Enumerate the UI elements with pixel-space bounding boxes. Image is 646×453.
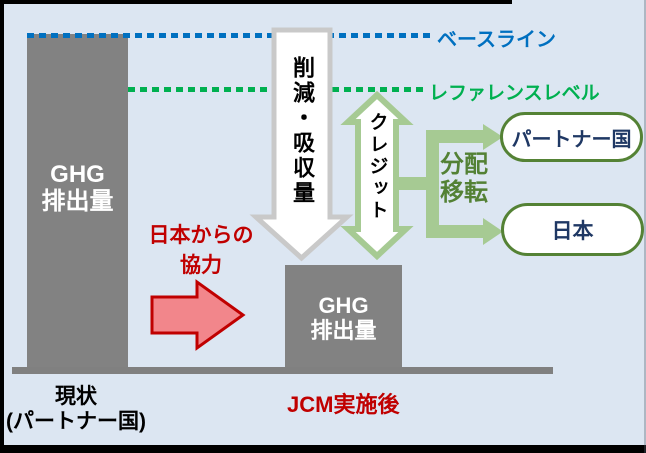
ground-line	[12, 367, 553, 374]
ghg-bar-current: GHG 排出量	[27, 34, 128, 370]
reduction-arrow	[249, 27, 354, 262]
japan-label: 日本	[551, 219, 594, 243]
distribution-line1: 分配	[440, 151, 488, 178]
current-state-caption: 現状 (パートナー国)	[0, 384, 152, 434]
connector-branch-to-partner	[426, 130, 483, 143]
japan-cooperation-label: 日本からの 協力	[140, 221, 262, 281]
connector-stem	[398, 177, 434, 190]
baseline-dotted-line	[27, 33, 430, 38]
ghg-bar-after: GHG 排出量	[285, 265, 402, 370]
cooperation-line2: 協力	[180, 254, 222, 277]
distribution-transfer-label: 分配 移転	[440, 151, 488, 207]
reference-level-label: レファレンスレベル	[429, 83, 600, 104]
connector-vertical-bar	[426, 130, 439, 238]
frame-border-left	[0, 0, 4, 453]
reduction-arrow-label: 削減・吸収量	[290, 56, 315, 206]
credit-distribution-connector	[398, 124, 503, 245]
credit-arrow-label: クレジット	[366, 112, 388, 222]
ghg-bar-after-line1: GHG	[318, 292, 369, 318]
current-state-line2: (パートナー国)	[6, 410, 146, 433]
ghg-bar-current-line2: 排出量	[41, 188, 114, 215]
frame-border-right	[644, 0, 646, 453]
connector-arrowhead-to-partner	[483, 124, 503, 150]
cooperation-line1: 日本からの	[148, 224, 254, 247]
japan-cooperation-arrow	[150, 279, 246, 351]
frame-border-top	[0, 0, 512, 4]
connector-branch-to-japan	[426, 225, 483, 238]
distribution-line2: 移転	[440, 179, 488, 206]
ghg-bar-after-line2: 排出量	[310, 317, 377, 343]
japan-oval: 日本	[501, 203, 644, 256]
partner-country-label: パートナー国	[511, 128, 632, 151]
partner-country-oval: パートナー国	[500, 112, 643, 162]
ghg-bar-current-line1: GHG	[50, 161, 105, 188]
current-state-line1: 現状	[55, 385, 97, 408]
frame-border-bottom	[0, 445, 646, 453]
baseline-label: ベースライン	[437, 29, 556, 51]
credit-double-arrow	[340, 90, 414, 261]
after-jcm-caption: JCM実施後	[287, 392, 400, 417]
connector-arrowhead-to-japan	[483, 218, 503, 245]
